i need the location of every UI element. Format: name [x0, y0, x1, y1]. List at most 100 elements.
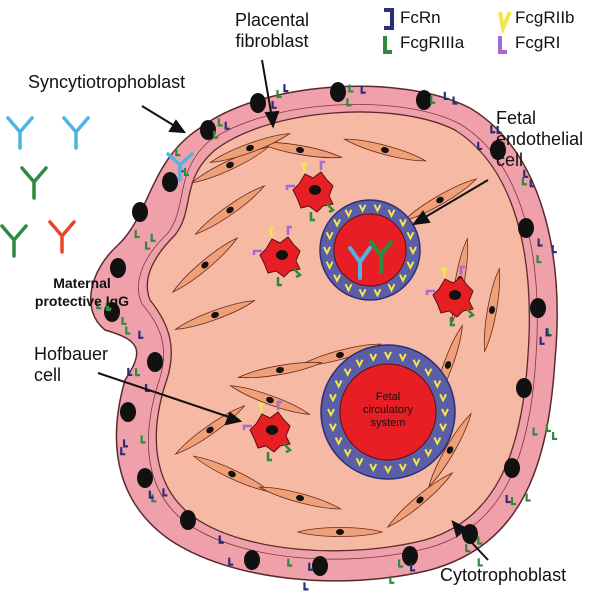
receptor-mark — [452, 96, 458, 105]
receptor-mark — [443, 91, 449, 100]
vessel-receptor-mark — [433, 437, 442, 446]
vessel-receptor-mark — [334, 380, 343, 389]
fcgri-legend-icon — [498, 36, 507, 54]
vessel-receptor-mark — [369, 353, 378, 363]
hofbauer-cell-label: Hofbauer cell — [34, 344, 109, 385]
igg-antibody-icon — [48, 220, 76, 254]
syncytiotrophoblast-nucleus — [490, 140, 506, 160]
syncytiotrophoblast-nucleus — [120, 402, 136, 422]
syncytiotrophoblast-nucleus — [516, 378, 532, 398]
label-arrows — [97, 59, 489, 561]
syncytiotrophoblast-nucleus — [244, 550, 260, 570]
vessel-receptor-mark — [387, 209, 396, 218]
receptor-mark — [529, 179, 535, 188]
vessel-receptor-mark — [334, 437, 343, 446]
syncytiotrophoblast-nucleus — [330, 82, 346, 102]
fetal-endothelial-cell-label: Fetal endothelial cell — [496, 108, 584, 170]
syncytiotrophoblast-nucleus — [462, 524, 478, 544]
vessel-receptor-mark — [344, 209, 353, 218]
receptor-mark — [134, 368, 141, 377]
fibroblast-cell — [194, 185, 266, 235]
receptor-mark — [409, 563, 416, 572]
fibroblast-cell — [190, 146, 270, 184]
placental-fibroblasts — [171, 133, 501, 537]
receptor-mark — [539, 336, 545, 345]
vessel-receptor-mark — [333, 218, 341, 228]
receptor-mark — [389, 575, 395, 584]
syncytiotrophoblast-nucleus — [162, 172, 178, 192]
receptor-mark — [496, 125, 502, 134]
syncytiotrophoblast-nucleus — [137, 468, 153, 488]
vessel-receptor-mark — [343, 448, 352, 458]
receptor-mark — [525, 493, 531, 502]
igg-antibody-icon — [166, 152, 194, 182]
vessel-receptor-mark — [373, 288, 382, 298]
vessel-receptor-mark — [369, 463, 378, 473]
receptor-mark — [465, 544, 471, 553]
fibroblast-cell — [342, 138, 428, 162]
legend-fcrn: FcRn — [400, 8, 441, 27]
vessel-receptor-mark — [399, 274, 407, 283]
receptor-mark — [360, 85, 366, 94]
vessel-receptor-mark — [433, 380, 442, 389]
vessel-receptor-mark — [329, 393, 337, 403]
receptor-mark — [96, 301, 102, 310]
vessel-receptor-mark — [441, 408, 449, 418]
receptor-mark — [490, 125, 496, 134]
fcgriib-legend-icon — [498, 11, 512, 35]
syncytiotrophoblast-nucleus — [110, 258, 126, 278]
receptor-mark — [523, 169, 529, 178]
vessel-receptor-mark — [333, 274, 341, 283]
receptor-mark — [224, 121, 230, 130]
receptor-mark — [532, 427, 538, 436]
vessel-receptor-mark — [384, 351, 392, 361]
maternal-igg-group — [0, 116, 194, 258]
syncytiotrophoblast-label: Syncytiotrophoblast — [28, 72, 186, 92]
fibroblast-cell — [297, 343, 383, 367]
receptor-mark — [217, 118, 223, 127]
fibroblast-cell — [257, 486, 343, 510]
vessel-receptor-mark — [327, 408, 335, 418]
receptor-mark — [138, 330, 144, 339]
receptor-mark — [120, 447, 126, 456]
receptor-mark — [162, 488, 168, 497]
vessel-receptor-mark — [323, 246, 331, 256]
basement-membrane — [137, 103, 538, 560]
vessel-receptor-mark — [412, 359, 421, 368]
receptor-mark — [477, 141, 483, 151]
syncytiotrophoblast-nucleus — [312, 556, 328, 576]
receptor-mark — [218, 535, 224, 544]
vessel-receptor-mark — [343, 368, 352, 377]
legend-glyphs — [383, 8, 512, 54]
receptor-mark — [430, 95, 436, 104]
fcgriiia-legend-icon — [383, 36, 392, 54]
vessel-receptors — [323, 204, 449, 475]
syncytiotrophoblast-nucleus — [416, 90, 432, 110]
receptor-mark — [106, 301, 112, 310]
vessel-receptor-mark — [398, 463, 407, 473]
receptor-mark — [346, 98, 352, 107]
receptor-mark — [134, 229, 140, 239]
receptor-mark — [105, 303, 111, 312]
vessel-receptor-mark — [355, 359, 364, 368]
receptor-mark — [308, 562, 314, 571]
receptor-mark — [283, 84, 289, 93]
fibroblast-cell — [229, 385, 311, 415]
receptor-mark — [521, 177, 527, 186]
syncytiotrophoblast-nucleus — [147, 352, 163, 372]
vessel-receptor-mark — [398, 353, 407, 363]
fcrn-legend-icon — [384, 8, 394, 30]
receptor-mark — [175, 148, 181, 157]
fetal-circulatory-vessel — [320, 344, 456, 480]
fibroblast-cell — [483, 267, 501, 353]
vessel-receptor-mark — [358, 204, 367, 213]
hofbauer-cell — [425, 265, 476, 327]
vessel-receptor-mark — [373, 204, 382, 213]
vessel-receptor-mark — [384, 465, 392, 475]
vessel-receptor-mark — [399, 218, 407, 228]
vessel-receptor-mark — [439, 423, 447, 432]
syncytiotrophoblast-nucleus — [132, 202, 148, 222]
receptor-mark — [148, 490, 154, 499]
